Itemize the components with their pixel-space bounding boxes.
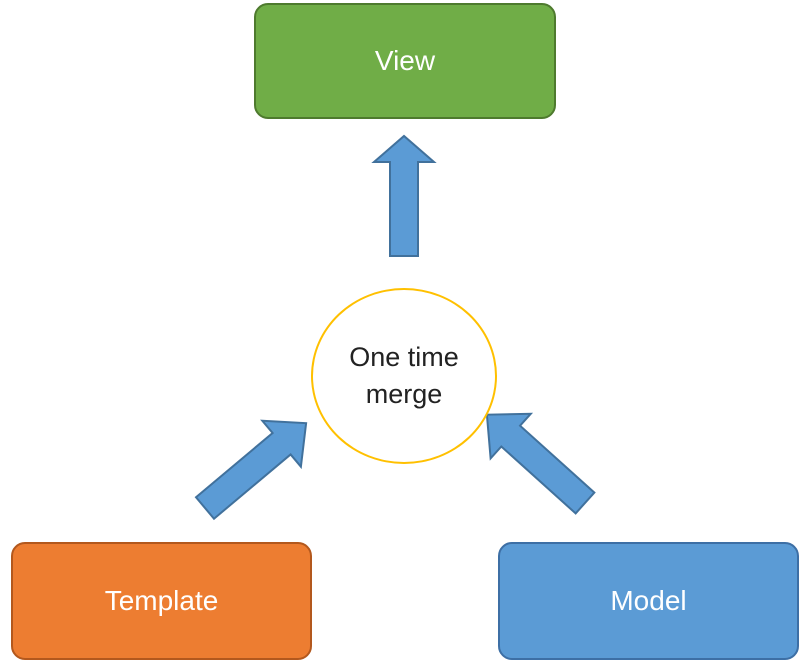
arrow-model-to-merge <box>485 412 596 515</box>
merge-label: One time merge <box>349 342 459 409</box>
view-label: View <box>374 45 436 76</box>
view-box: View <box>254 3 556 119</box>
arrow-template-to-merge <box>194 419 308 521</box>
arrow-merge-to-view <box>371 134 437 257</box>
template-label: Template <box>104 585 219 616</box>
merge-circle: One time merge <box>311 288 497 464</box>
model-label: Model <box>610 585 687 616</box>
template-box: Template <box>11 542 312 660</box>
model-box: Model <box>498 542 799 660</box>
